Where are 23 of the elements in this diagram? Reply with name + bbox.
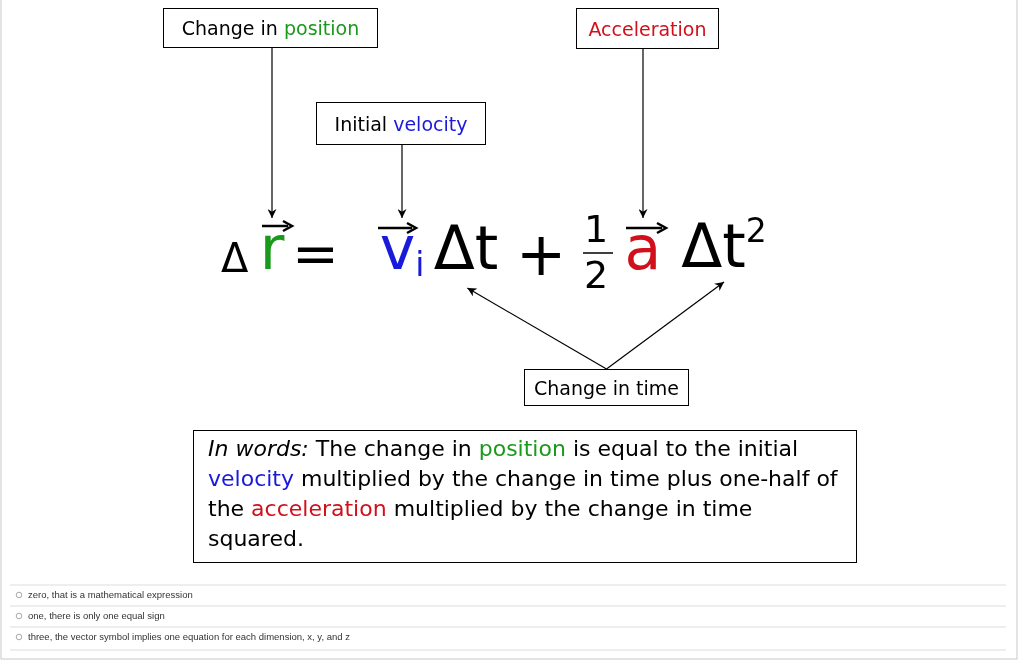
plus-sign: + — [516, 224, 567, 284]
label-box: Change in time — [524, 369, 689, 406]
arrow — [638, 48, 648, 219]
arrow — [466, 287, 608, 370]
answer-option: zero, that is a mathematical expression — [28, 589, 193, 601]
label-box: Acceleration — [576, 8, 719, 49]
arrow — [397, 144, 407, 219]
text-box: In words: The change in position is equal to the initial velocity multiplied by the change in time plus one-half of the acceleration multiplied by the change in time squared. — [193, 430, 857, 563]
equation-term: r — [256, 218, 288, 278]
answer-option: three, the vector symbol implies one equation for each dimension, x, y, and z — [28, 631, 350, 643]
fraction-denominator: 2 — [584, 256, 609, 294]
equation-term: Δt — [432, 218, 500, 288]
label-box: Initial velocity — [316, 102, 486, 145]
equation-term: Δt$^{2}$ — [674, 214, 774, 282]
equals-sign: = — [292, 226, 339, 282]
arrow — [267, 47, 277, 219]
equation-term: a — [620, 218, 666, 280]
answer-option: one, there is only one equal sign — [28, 610, 165, 622]
arrow — [605, 281, 725, 370]
delta-symbol: Δ — [221, 238, 249, 278]
equation-term: v$_{i}$ — [374, 218, 430, 284]
fraction-numerator: 1 — [584, 210, 609, 248]
label-box: Change in position — [163, 8, 378, 48]
